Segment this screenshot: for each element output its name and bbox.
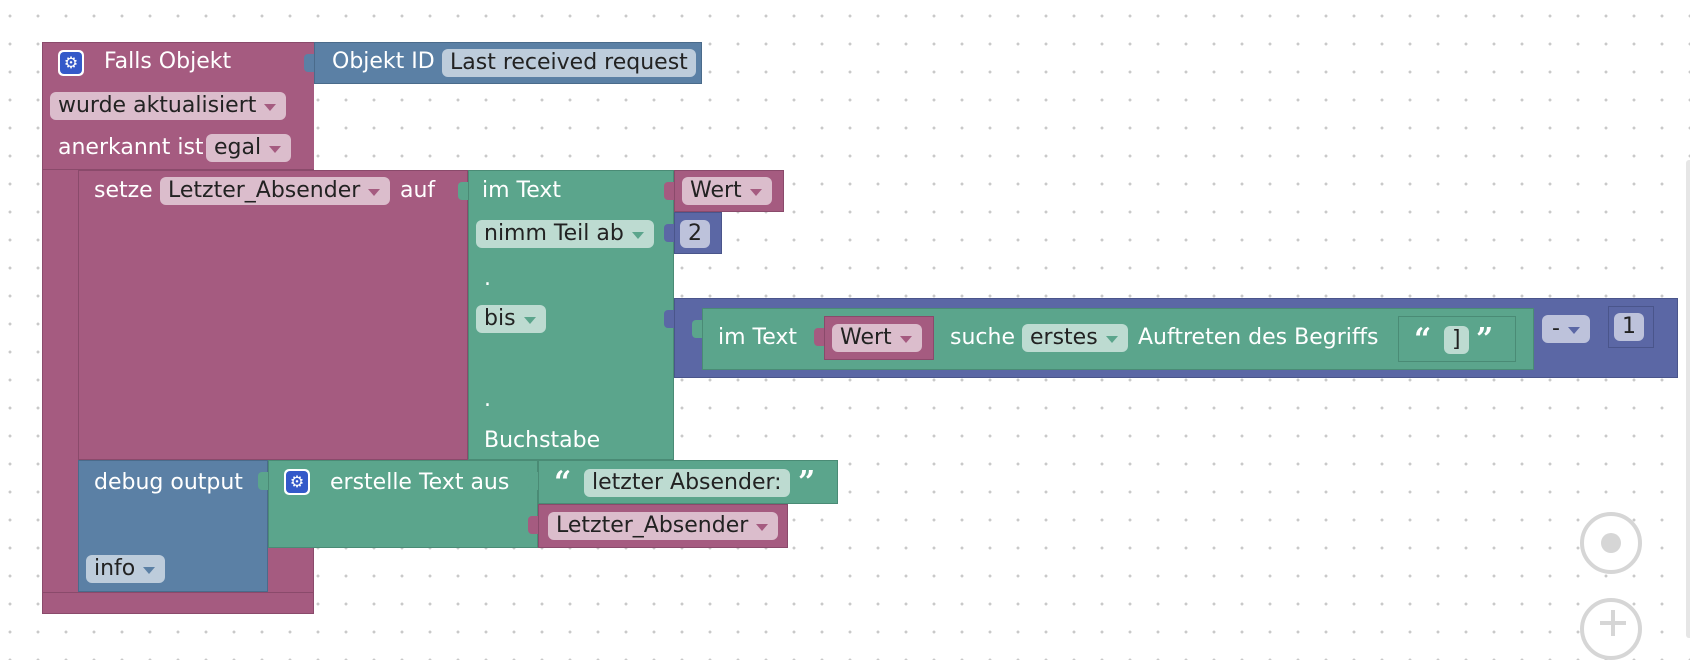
join-text-connector xyxy=(258,472,268,490)
number-one-connector xyxy=(1598,318,1608,336)
join-variable-dropdown[interactable]: Letzter_Absender xyxy=(548,512,779,540)
letter-label: Buchstabe xyxy=(484,428,601,453)
log-level-dropdown[interactable]: info xyxy=(86,555,166,583)
debug-output-label: debug output xyxy=(94,470,243,495)
join-label: erstelle Text aus xyxy=(330,470,510,495)
wert-variable-dropdown[interactable]: Wert xyxy=(682,177,772,205)
join-gear-icon[interactable]: ⚙ xyxy=(284,469,310,495)
set-variable-block[interactable] xyxy=(78,170,468,460)
ack-label: anerkannt ist xyxy=(58,135,204,160)
text-literal-value[interactable]: letzter Absender: xyxy=(584,469,790,497)
number-start-connector xyxy=(664,224,674,242)
index-wert-dropdown[interactable]: Wert xyxy=(832,324,922,352)
search-term-connector xyxy=(1388,328,1398,346)
ack-dropdown[interactable]: egal xyxy=(206,134,292,162)
math-minus-connector xyxy=(664,310,674,328)
text-close-quote: ” xyxy=(798,465,816,500)
zoom-in-icon[interactable] xyxy=(1580,598,1642,660)
find-label: suche xyxy=(950,325,1015,350)
substring-dot-2: . xyxy=(484,387,491,412)
event-dropdown[interactable]: wurde aktualisiert xyxy=(50,92,287,120)
join-text-block[interactable] xyxy=(268,460,538,548)
object-id-value[interactable]: Last received request xyxy=(442,49,696,77)
trigger-title: Falls Objekt xyxy=(104,49,232,74)
index-of-connector xyxy=(692,320,702,338)
search-term-value[interactable]: ] xyxy=(1444,326,1469,354)
index-wert-connector xyxy=(814,328,824,346)
trigger-block-bottom xyxy=(42,592,314,614)
occurrence-label: Auftreten des Begriffs xyxy=(1138,325,1379,350)
wert-connector xyxy=(664,182,674,200)
substring-dot-1: . xyxy=(484,266,491,291)
search-term-open-quote: “ xyxy=(1414,322,1432,357)
scrollbar-edge[interactable] xyxy=(1686,160,1690,638)
trigger-gear-icon[interactable]: ⚙ xyxy=(58,50,84,76)
number-start-value[interactable]: 2 xyxy=(680,220,710,248)
text-open-quote: “ xyxy=(554,465,572,500)
object-id-connector xyxy=(304,54,314,72)
recenter-icon[interactable] xyxy=(1580,512,1642,574)
object-id-label: Objekt ID xyxy=(332,49,435,74)
set-label: setze xyxy=(94,178,153,203)
set-on-label: auf xyxy=(400,178,436,203)
to-dropdown[interactable]: bis xyxy=(476,305,546,333)
search-term-close-quote: ” xyxy=(1476,322,1494,357)
set-variable-dropdown[interactable]: Letzter_Absender xyxy=(160,177,391,205)
substring-connector xyxy=(458,182,468,200)
text-literal-connector xyxy=(528,472,538,490)
join-variable-connector xyxy=(528,516,538,534)
operator-dropdown[interactable]: - xyxy=(1542,315,1590,343)
substring-in-text-label: im Text xyxy=(482,178,562,203)
number-one-value[interactable]: 1 xyxy=(1614,313,1644,341)
take-part-dropdown[interactable]: nimm Teil ab xyxy=(476,220,654,248)
mode-dropdown[interactable]: erstes xyxy=(1022,324,1128,352)
index-in-text-label: im Text xyxy=(718,325,798,350)
